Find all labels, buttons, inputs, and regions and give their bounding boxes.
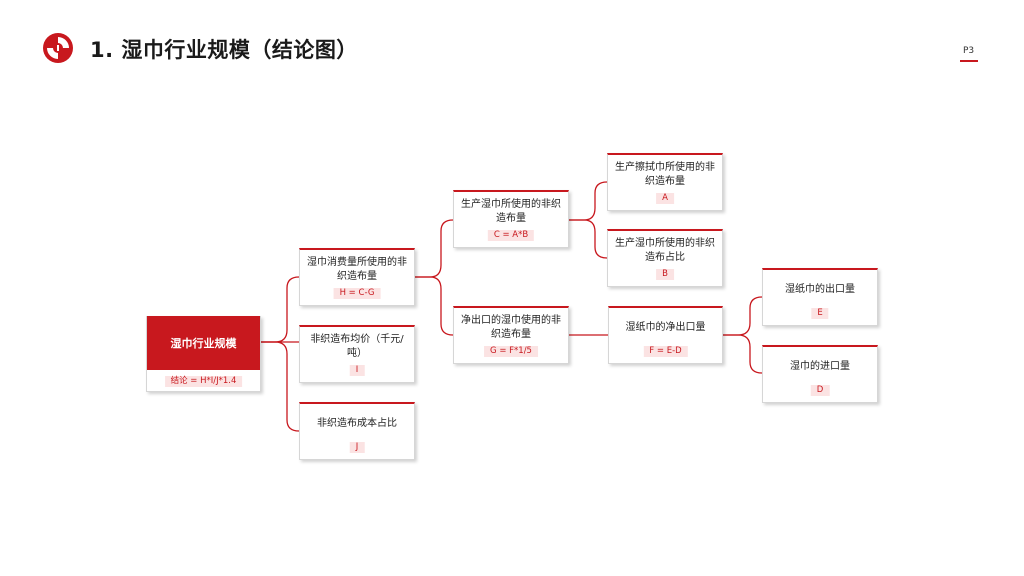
- node-j: 非织造布成本占比 J: [299, 402, 415, 460]
- connector-f-d: [723, 334, 763, 374]
- node-j-formula: J: [349, 442, 365, 453]
- node-i-formula: I: [349, 365, 365, 376]
- node-f-label: 湿纸巾的净出口量: [625, 322, 706, 333]
- node-d-label: 湿巾的进口量: [790, 361, 850, 372]
- node-g: 净出口的湿巾使用的非织造布量 G = F*1/5: [453, 306, 569, 364]
- node-root-label: 湿巾行业规模: [147, 316, 260, 370]
- node-d-formula: D: [810, 385, 830, 396]
- node-d: 湿巾的进口量 D: [762, 345, 878, 403]
- node-a-formula: A: [656, 193, 674, 204]
- node-e-formula: E: [811, 308, 829, 319]
- node-a: 生产擦拭巾所使用的非织造布量 A: [607, 153, 723, 211]
- node-c-label: 生产湿巾所使用的非织造布量: [461, 199, 561, 224]
- node-root-wet-wipe-market-size: 湿巾行业规模 结论 = H*I/J*1.4: [146, 316, 261, 392]
- connector-h-c: [415, 219, 454, 278]
- node-b-formula: B: [656, 269, 674, 280]
- page-number: P3: [963, 46, 975, 56]
- node-e-label: 湿纸巾的出口量: [785, 284, 855, 295]
- connector-c-a: [569, 181, 608, 221]
- node-h-formula: H = C-G: [333, 288, 381, 299]
- page-title: 1. 湿巾行业规模（结论图）: [90, 38, 358, 62]
- node-root-formula: 结论 = H*I/J*1.4: [164, 376, 243, 387]
- node-i: 非织造布均价（千元/吨） I: [299, 325, 415, 383]
- company-logo: [42, 32, 74, 64]
- node-h-label: 湿巾消费量所使用的非织造布量: [307, 257, 407, 282]
- connector-f-e: [723, 296, 763, 336]
- connector-c-b: [569, 219, 608, 259]
- node-b-label: 生产湿巾所使用的非织造布占比: [615, 238, 715, 263]
- connector-root-j: [261, 341, 300, 432]
- node-e: 湿纸巾的出口量 E: [762, 268, 878, 326]
- node-j-label: 非织造布成本占比: [317, 418, 397, 429]
- node-c-formula: C = A*B: [487, 230, 535, 241]
- node-f-formula: F = E-D: [643, 346, 688, 357]
- node-g-label: 净出口的湿巾使用的非织造布量: [461, 315, 561, 340]
- node-a-label: 生产擦拭巾所使用的非织造布量: [615, 162, 715, 187]
- node-c: 生产湿巾所使用的非织造布量 C = A*B: [453, 190, 569, 248]
- node-h: 湿巾消费量所使用的非织造布量 H = C-G: [299, 248, 415, 306]
- node-f: 湿纸巾的净出口量 F = E-D: [608, 306, 723, 364]
- node-b: 生产湿巾所使用的非织造布占比 B: [607, 229, 723, 287]
- node-g-formula: G = F*1/5: [484, 346, 538, 357]
- node-i-label: 非织造布均价（千元/吨）: [310, 334, 404, 359]
- page-number-underline: [960, 60, 978, 62]
- connector-h-g: [415, 276, 454, 336]
- connector-root-h: [261, 276, 300, 343]
